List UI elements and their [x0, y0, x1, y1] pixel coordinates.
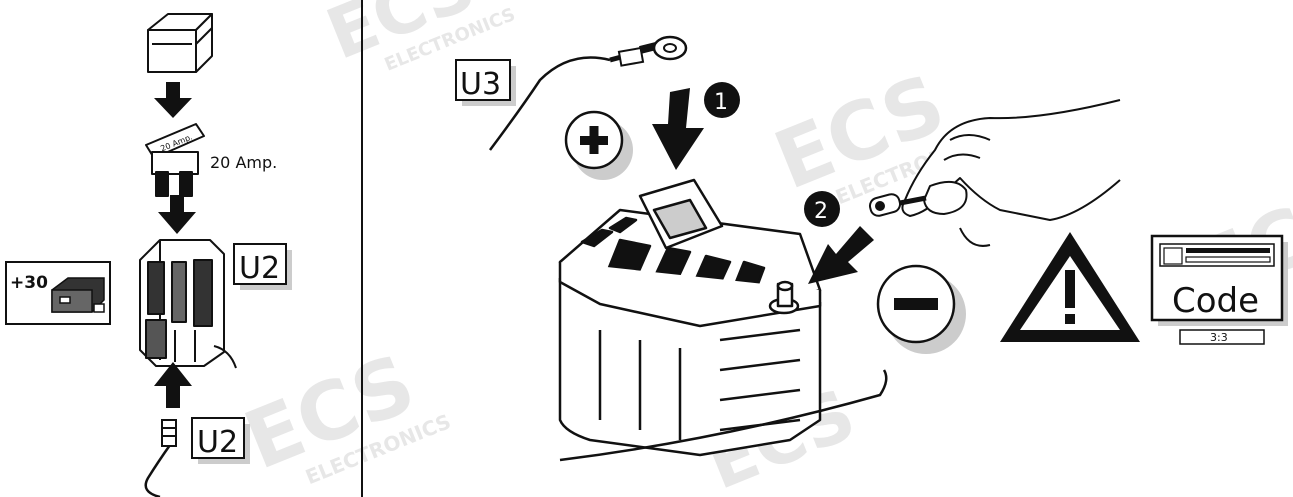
u2-plug-label: U2 — [192, 418, 250, 464]
minus-sign-icon — [878, 266, 966, 354]
fuse-20a: 20 Amp. — [146, 124, 204, 196]
svg-text:U2: U2 — [239, 251, 280, 286]
code-page: 3:3 — [1210, 331, 1228, 344]
step1-arrow-icon — [652, 88, 704, 170]
fuse-label: 20 Amp. — [210, 153, 277, 172]
svg-text:1: 1 — [714, 90, 728, 115]
svg-text:U3: U3 — [460, 67, 501, 102]
code-display: Code 3:3 — [1152, 236, 1288, 344]
code-text: Code — [1172, 281, 1259, 321]
step2-badge: 2 — [804, 191, 840, 227]
arrow-down-icon — [158, 195, 196, 234]
u3-cable-label: U3 — [456, 60, 516, 106]
connector-plug — [146, 420, 176, 497]
svg-text:U2: U2 — [197, 425, 238, 460]
arrow-up-icon — [154, 362, 192, 408]
fuse-holder — [140, 240, 236, 368]
warning-icon — [1000, 232, 1140, 342]
step1-badge: 1 — [704, 82, 740, 118]
svg-text:+30: +30 — [10, 273, 48, 293]
fuse-cover — [148, 14, 212, 72]
plus-sign-icon — [566, 112, 633, 180]
svg-text:2: 2 — [814, 199, 828, 224]
plus30-relay-box: +30 — [6, 262, 110, 324]
u2-holder-label: U2 — [234, 244, 292, 290]
arrow-down-icon — [154, 82, 192, 118]
step2-arrow-icon — [808, 226, 874, 284]
